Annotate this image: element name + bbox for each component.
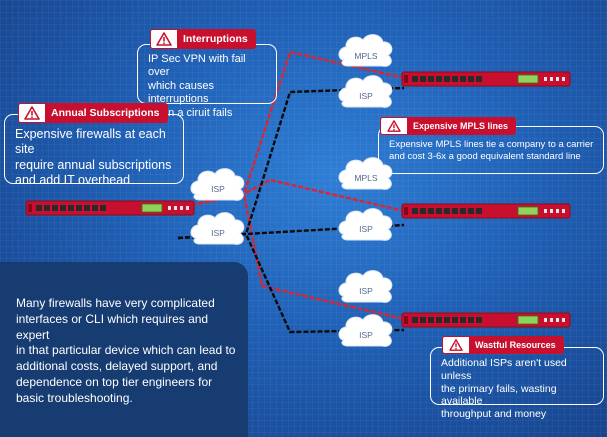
- callout-text-line: require annual subscriptions: [15, 157, 172, 172]
- cloud-label-site1-mpls: MPLS: [354, 51, 378, 61]
- warning-icon: [381, 118, 407, 134]
- info-text-line: dependence on top tier engineers for: [16, 375, 213, 390]
- warning-icon: [151, 30, 177, 48]
- cloud-label-site2-isp: ISP: [359, 224, 373, 234]
- cloud-label-site3-b: ISP: [359, 330, 373, 340]
- tag-label: Expensive MPLS lines: [407, 118, 516, 134]
- info-text-line: Many firewalls have very complicated: [16, 296, 215, 310]
- info-text-line: interfaces or CLI which requires and exp…: [16, 311, 209, 342]
- warning-icon: [443, 337, 469, 353]
- firewall-appliance-icon: [401, 312, 571, 328]
- info-text-line: additional costs, delayed support, and: [16, 359, 218, 374]
- tag-interruptions: Interruptions: [150, 29, 256, 49]
- callout-text-line: and add IT overhead: [15, 172, 131, 187]
- cloud-label-site1-isp: ISP: [359, 91, 373, 101]
- firewall-appliance-icon: [401, 203, 571, 219]
- cloud-label-site3-a: ISP: [359, 286, 373, 296]
- tag-wastful-resources: Wastful Resources: [442, 336, 564, 354]
- info-text-line: basic troubleshooting.: [16, 390, 133, 405]
- info-text-line: in that particular device which can lead…: [16, 343, 236, 358]
- cloud-label-site2-mpls: MPLS: [354, 173, 378, 183]
- callout-text-line: throughput and money: [441, 408, 547, 421]
- callout-text-line: the primary fails, wasting available: [441, 382, 557, 408]
- callout-text-line: Additional ISPs aren't used unless: [441, 357, 567, 382]
- info-panel: Many firewalls have very complicated int…: [0, 262, 248, 437]
- callout-wastful-resources: Additional ISPs aren't used unless the p…: [430, 347, 604, 420]
- callout-text-line: Expensive firewalls at each site: [15, 127, 166, 157]
- link-hq-to-site3-primary: [177, 192, 405, 321]
- warning-icon: [19, 104, 45, 122]
- cloud-label-hq-bottom: ISP: [211, 228, 225, 238]
- callout-text-line: and cost 3-6x a good equivalent standard…: [389, 150, 581, 162]
- callout-text-line: when a ciruit fails: [148, 106, 233, 119]
- tag-annual-subscriptions: Annual Subscriptions: [18, 103, 168, 123]
- callout-annual-subscriptions: Expensive firewalls at each site require…: [4, 114, 184, 187]
- callout-text-line: which causes interruptions: [148, 79, 215, 106]
- tag-expensive-mpls: Expensive MPLS lines: [380, 117, 517, 135]
- link-hq-to-site2-primary: [177, 178, 405, 213]
- firewall-appliance-icon: [401, 71, 571, 87]
- callout-text-line: Expensive MPLS lines tie a company to a …: [389, 139, 594, 150]
- callout-interruptions: IP Sec VPN with fail over which causes i…: [137, 44, 277, 119]
- tag-label: Interruptions: [177, 30, 255, 48]
- tag-label: Annual Subscriptions: [45, 104, 167, 122]
- cloud-label-hq-top: ISP: [211, 184, 225, 194]
- tag-label: Wastful Resources: [469, 337, 563, 353]
- firewall-appliance-icon: [25, 200, 195, 216]
- callout-text-line: IP Sec VPN with fail over: [148, 53, 246, 79]
